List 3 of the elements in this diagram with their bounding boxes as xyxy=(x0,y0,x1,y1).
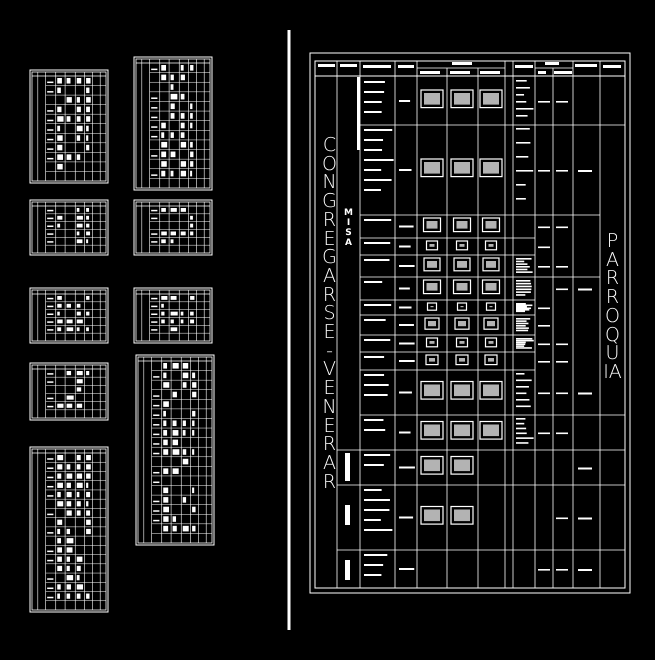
vertical-title-text: CONGREGARSE - VENERAR xyxy=(321,136,338,492)
vertical-label-text: MISA xyxy=(344,208,353,248)
vertical-title-text: PARROQUIA xyxy=(603,232,622,382)
